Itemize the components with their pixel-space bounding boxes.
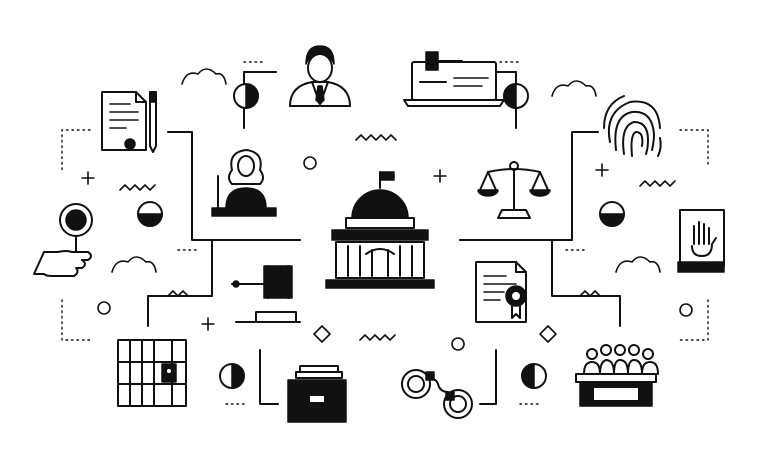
- laptop-gavel-icon: [403, 51, 505, 107]
- judge-icon: [211, 149, 277, 217]
- decorations: [81, 68, 693, 389]
- oath-book-icon: [677, 209, 725, 273]
- magnifier-hand-icon: [33, 203, 93, 277]
- file-cabinet-icon: [287, 365, 347, 423]
- certificate-icon: [475, 261, 527, 323]
- jury-box-icon: [575, 344, 659, 407]
- courthouse-icon: [325, 171, 435, 289]
- gavel-icon: [231, 265, 301, 323]
- scales-of-justice-icon: [477, 161, 551, 219]
- handcuffs-icon: [401, 369, 473, 419]
- contract-pen-icon: [101, 91, 157, 153]
- lawyer-icon: [289, 45, 351, 107]
- connector-lines: [147, 71, 621, 405]
- fingerprint-icon: [603, 95, 662, 157]
- jail-cell-icon: [117, 339, 187, 407]
- dotted-brackets: [61, 61, 709, 405]
